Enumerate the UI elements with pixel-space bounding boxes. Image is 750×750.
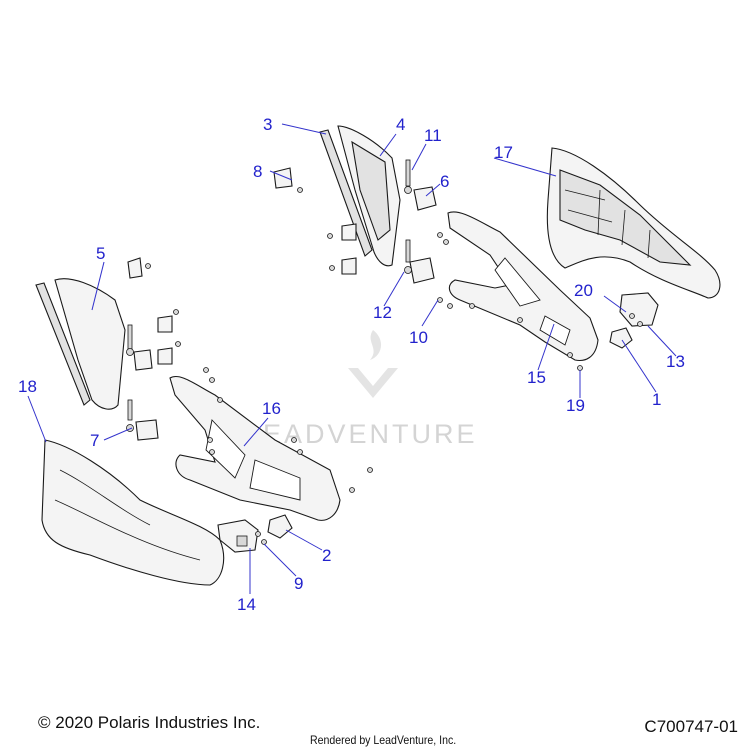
callout-18: 18 [18, 377, 37, 396]
part-1-latch-plate [609, 327, 633, 349]
callout-12: 12 [373, 303, 392, 322]
callout-10: 10 [409, 328, 428, 347]
part-13-door-latch [619, 292, 659, 327]
callout-6: 6 [440, 172, 449, 191]
callout-3: 3 [263, 115, 272, 134]
copyright-text: © 2020 Polaris Industries Inc. [38, 713, 261, 732]
callout-20: 20 [574, 281, 593, 300]
callout-5: 5 [96, 244, 105, 263]
part-5-door-panel [35, 278, 126, 410]
callout-9: 9 [294, 574, 303, 593]
part-15-door-frame [447, 211, 599, 362]
rendered-by-text: Rendered by LeadVenture, Inc. [310, 733, 457, 747]
callout-14: 14 [237, 595, 256, 614]
callout-16: 16 [262, 399, 281, 418]
callout-7: 7 [90, 431, 99, 450]
leadventure-watermark: LEADVENTURE [245, 330, 475, 449]
fasteners [126, 159, 643, 545]
callout-11: 11 [424, 126, 442, 145]
watermark-logo-icon [348, 368, 398, 398]
leader-lines [27, 123, 677, 594]
part-17-fender-panel [546, 147, 721, 299]
hinges-and-brackets [127, 167, 437, 441]
callout-17: 17 [494, 143, 513, 162]
callout-19: 19 [566, 396, 585, 415]
part-18-front-fender [41, 439, 225, 586]
part-3-door-seal [319, 129, 373, 257]
watermark-flame-icon [370, 330, 382, 360]
callout-8: 8 [253, 162, 262, 181]
callout-labels: 3 4 11 8 17 6 5 12 10 20 13 15 19 1 18 7… [18, 115, 685, 614]
part-2-latch-plate [267, 514, 293, 539]
part-16-door-frame [169, 376, 341, 521]
callout-2: 2 [322, 546, 331, 565]
callout-4: 4 [396, 115, 405, 134]
drawing-code: C700747-01 [644, 717, 738, 736]
callout-1: 1 [652, 390, 661, 409]
callout-15: 15 [527, 368, 546, 387]
part-14-door-latch [217, 519, 259, 553]
callout-13: 13 [666, 352, 685, 371]
part-4-door-panel [337, 125, 401, 267]
